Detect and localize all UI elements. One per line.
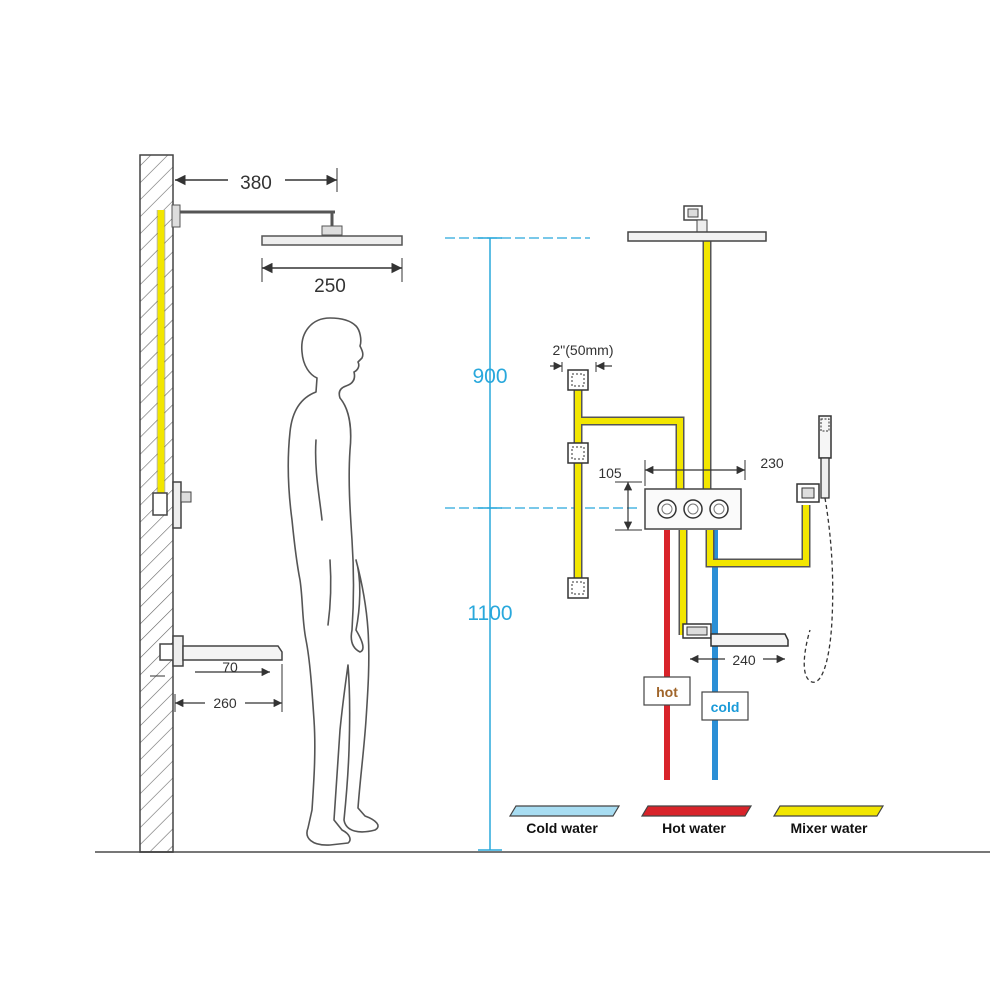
legend-item-hot: Hot water <box>640 805 753 836</box>
spout-offset-label: 240 <box>732 652 756 668</box>
body-spray-icon <box>567 442 589 464</box>
legend-item-mixer: Mixer water <box>772 805 885 836</box>
svg-text:cold: cold <box>711 699 740 715</box>
body-spray-icon <box>567 577 589 599</box>
hot-tag: hot <box>643 676 691 706</box>
legend-swatch-cold <box>508 805 621 817</box>
valve-knob-icon <box>683 499 703 519</box>
legend-label-mixer: Mixer water <box>790 820 868 836</box>
spout-side <box>159 635 283 667</box>
spout-height-label: 260 <box>213 695 237 711</box>
legend-label-cold: Cold water <box>526 820 598 836</box>
legend: Cold water Hot water Mixer water <box>508 805 885 836</box>
legend-label-hot: Hot water <box>662 820 726 836</box>
cold-tag: cold <box>701 691 749 721</box>
valve-knob-icon <box>709 499 729 519</box>
height-dimension-lines <box>445 237 640 851</box>
svg-text:hot: hot <box>656 684 678 700</box>
body-spray-size-label: 2"(50mm) <box>553 342 614 358</box>
legend-item-cold: Cold water <box>508 805 621 836</box>
upper-height-label: 900 <box>472 365 507 388</box>
valve-side <box>152 481 192 529</box>
shower-head-front <box>627 205 767 242</box>
handshower-offset-label: 230 <box>760 455 784 471</box>
body-spray-icon <box>567 369 589 391</box>
human-figure <box>287 317 379 846</box>
thermostatic-valve-panel <box>644 488 742 530</box>
mixer-pipes <box>573 240 811 635</box>
head-width-label: 250 <box>314 276 346 297</box>
valve-height-label: 105 <box>598 465 622 481</box>
legend-swatch-mixer <box>772 805 885 817</box>
lower-height-label: 1100 <box>467 602 512 625</box>
tub-spout <box>682 623 789 647</box>
spout-length-label: 70 <box>222 659 238 675</box>
shower-head-side <box>171 204 403 246</box>
legend-swatch-hot <box>640 805 753 817</box>
hand-shower <box>796 415 834 683</box>
arm-length-label: 380 <box>240 173 272 194</box>
valve-knob-icon <box>657 499 677 519</box>
body-spray-jets <box>567 369 589 599</box>
